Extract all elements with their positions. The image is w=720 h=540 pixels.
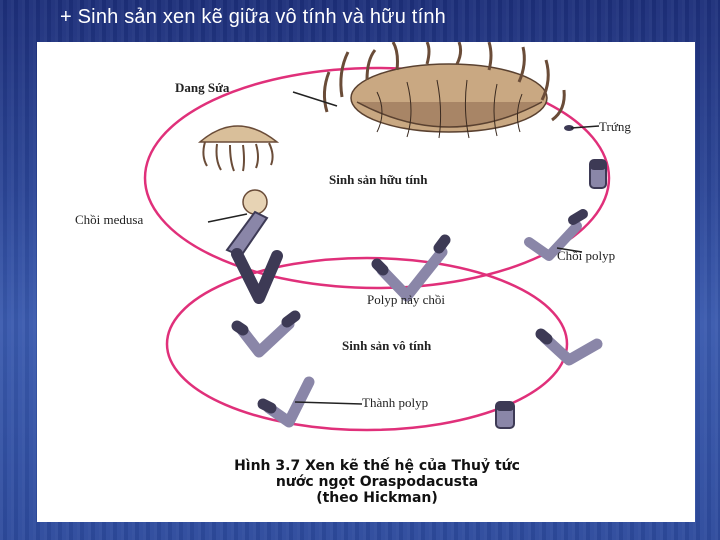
polyp-left-illustration xyxy=(231,310,301,358)
label-thanh-polyp: Thành polyp xyxy=(362,395,429,410)
leader-choi-polyp xyxy=(556,247,583,253)
caption-line-2: nước ngọt Oraspodacusta xyxy=(275,474,479,490)
label-polyp-nay-choi: Polyp nảy chồi xyxy=(367,292,445,307)
asexual-cycle-ring xyxy=(165,256,569,432)
caption-line-3: (theo Hickman) xyxy=(316,490,438,506)
label-dang-sua: Dang Sứa xyxy=(175,80,230,95)
label-sinh-san-huu-tinh: Sinh sản hữu tính xyxy=(329,172,428,187)
polyp-right-illustration xyxy=(535,328,603,366)
young-medusa-illustration xyxy=(197,125,280,172)
leader-thanh-polyp xyxy=(294,401,363,405)
label-sinh-san-vo-tinh: Sinh sản vô tính xyxy=(342,338,432,353)
diagram-panel: Dang Sứa Trứng Sinh sản hữu tính Chồi me… xyxy=(37,42,695,522)
polyp-bottom-left-illustration xyxy=(257,376,315,428)
leader-dung-sua xyxy=(292,91,338,107)
caption-line-1: Hình 3.7 Xen kẽ thế hệ của Thuỷ tức xyxy=(234,458,520,474)
mature-polyp-illustration xyxy=(495,401,515,429)
label-choi-polyp: Chồi polyp xyxy=(557,248,616,263)
label-choi-medusa: Chồi medusa xyxy=(75,212,144,227)
sexual-cycle-ring xyxy=(143,66,611,290)
budding-polyp-illustration xyxy=(371,234,451,302)
leader-trung xyxy=(570,125,600,129)
adult-medusa-illustration xyxy=(322,42,566,139)
figure-caption: Hình 3.7 Xen kẽ thế hệ của Thuỷ tức nước… xyxy=(137,458,617,506)
larva-polyp-illustration xyxy=(589,159,607,189)
egg-illustration xyxy=(564,125,574,131)
leader-choi-medusa xyxy=(207,213,248,223)
slide-title: + Sinh sản xen kẽ giữa vô tính và hữu tí… xyxy=(60,6,446,28)
medusa-bud-polyp-illustration xyxy=(225,189,283,304)
polyp-bud-illustration xyxy=(524,209,588,261)
life-cycle-diagram xyxy=(143,42,611,432)
label-trung: Trứng xyxy=(599,119,631,134)
